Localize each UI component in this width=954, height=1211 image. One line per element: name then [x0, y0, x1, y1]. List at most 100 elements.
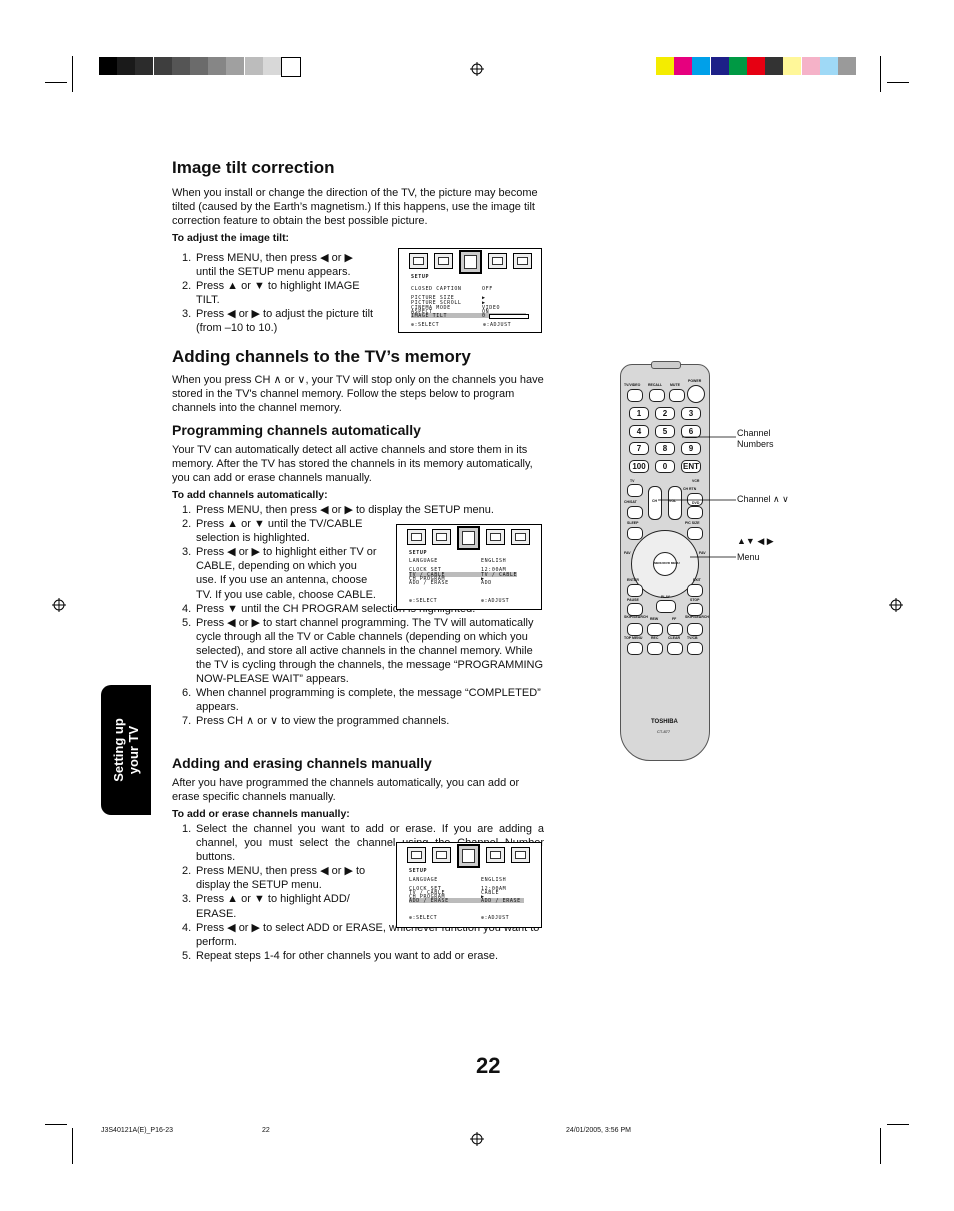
memory-intro: When you press CH ∧ or ∨, your TV will s… — [172, 374, 544, 414]
digit-button: ENT — [681, 459, 701, 473]
manual-intro: After you have programmed the channels a… — [172, 777, 520, 803]
rec-button — [647, 642, 663, 655]
remote-label: MUTE — [670, 383, 680, 387]
tilt-intro: When you install or change the direction… — [172, 187, 538, 227]
list-item: 5.Repeat steps 1-4 for other channels yo… — [182, 949, 499, 962]
remote-label: PAUSE — [627, 598, 639, 602]
remote-label: CH/SAT — [624, 500, 637, 504]
osd-footer-adjust: ⊕:ADJUST — [481, 598, 510, 604]
remote-label: TV/VIDEO — [624, 383, 641, 387]
gray-swatch — [135, 57, 154, 75]
play-button — [656, 600, 676, 613]
osd-menu-icons — [409, 250, 532, 274]
list-item: 2.Press ▲ or ▼ until the TV/CABLE select… — [182, 518, 363, 545]
remote-label: TV — [630, 479, 635, 483]
auto-intro: Your TV can automatically detect all act… — [172, 444, 533, 484]
osd-highlight — [409, 898, 524, 903]
color-swatch — [801, 57, 820, 75]
sleep-button — [627, 527, 643, 540]
setup-icon — [459, 250, 482, 274]
osd-value: VIDEO — [482, 305, 501, 311]
remote-ir-window — [651, 361, 681, 369]
remote-label: FAV — [624, 551, 631, 555]
remote-label: SLEEP — [627, 521, 639, 525]
rew-button — [647, 623, 663, 636]
osd-row: CH PROGRAM — [409, 576, 446, 582]
osd-value: ON — [482, 309, 490, 315]
dvd-button — [687, 506, 703, 519]
osd-value: TV / CABLE — [481, 572, 518, 578]
remote-label: CLEAR — [668, 636, 681, 640]
option-icon — [486, 847, 505, 863]
footer-file: J3S40121A(E)_P16-23 — [101, 1127, 173, 1134]
digit-button: 5 — [655, 424, 675, 438]
gray-swatch — [190, 57, 208, 75]
osd-value: ▶ — [481, 894, 485, 900]
crop-mark — [45, 82, 67, 83]
digit-button: 9 — [681, 442, 701, 455]
list-item: 1.Press MENU, then press ◀ or ▶ to displ… — [182, 504, 494, 516]
remote-label: TOP MENU — [624, 636, 643, 640]
color-swatch — [728, 57, 747, 75]
top-menu-button — [627, 642, 643, 655]
osd-highlight — [411, 313, 526, 318]
picture-icon — [407, 529, 426, 545]
audio-icon — [432, 847, 451, 863]
color-swatch — [765, 57, 784, 75]
osd-row: CH PROGRAM — [409, 894, 446, 900]
remote-label: RECALL — [648, 383, 663, 387]
osd-row: IMAGE TILT — [411, 313, 448, 319]
remote-label: FF — [672, 617, 677, 621]
osd-row: ASPECT — [411, 309, 433, 315]
color-swatch — [747, 57, 765, 75]
gray-swatch — [208, 57, 227, 75]
osd-menu-icons — [407, 526, 530, 550]
osd-setup-menu-manual: SETUP LANGUAGE ENGLISH CLOCK SET 12:00AM… — [396, 842, 542, 928]
osd-highlight — [409, 572, 517, 577]
footer-page: 22 — [262, 1127, 270, 1134]
volume-rocker — [668, 486, 682, 520]
osd-value: ▶ — [482, 300, 486, 306]
skip-back-button — [627, 623, 643, 636]
manual-subheading: To add or erase channels manually: — [172, 808, 350, 820]
ff-button — [667, 623, 683, 636]
color-swatch — [674, 57, 693, 75]
annotation-menu: Menu — [737, 552, 760, 562]
remote-label: VOL — [669, 499, 677, 503]
remote-brand: TOSHIBA — [651, 719, 678, 725]
gray-swatch — [153, 57, 172, 75]
crop-mark — [72, 1128, 73, 1164]
stop-button — [687, 603, 703, 616]
auto-subheading: To add channels automatically: — [172, 489, 328, 501]
remote-label: FAV — [699, 551, 706, 555]
osd-setup-menu-tilt: SETUP CLOSED CAPTION OFF PICTURE SIZE ▶ … — [398, 248, 542, 333]
osd-row: ADD / ERASE — [409, 898, 449, 904]
osd-header: SETUP — [409, 868, 428, 874]
subsection-title-manual: Adding and erasing channels manually — [172, 755, 432, 771]
registration-mark-icon — [52, 598, 66, 612]
tv-cb-button — [687, 642, 703, 655]
tv-button — [627, 484, 643, 497]
gray-swatch — [117, 57, 136, 75]
gray-swatch — [244, 57, 263, 75]
osd-value: 12:00AM — [481, 886, 507, 892]
remote-label: POWER — [688, 379, 702, 383]
color-swatch — [656, 57, 674, 75]
setup-icon — [457, 844, 480, 868]
color-swatch — [838, 57, 856, 75]
crop-mark — [72, 56, 73, 92]
osd-footer-select: ⊕:SELECT — [411, 322, 440, 328]
gray-swatch — [226, 57, 245, 75]
section-title-image-tilt: Image tilt correction — [172, 158, 335, 177]
list-item: 2.Press ▲ or ▼ to highlight IMAGE TILT. — [182, 280, 360, 307]
tilt-slider — [489, 314, 529, 319]
lock-icon — [511, 529, 530, 545]
footer-date: 24/01/2005, 3:56 PM — [566, 1127, 631, 1134]
tilt-steps: 1.Press MENU, then press ◀ or ▶ until th… — [172, 251, 374, 336]
osd-row: CLOCK SET — [409, 567, 442, 573]
remote-label: SKIP/SEARCH — [624, 615, 648, 619]
tilt-subheading: To adjust the image tilt: — [172, 232, 290, 244]
